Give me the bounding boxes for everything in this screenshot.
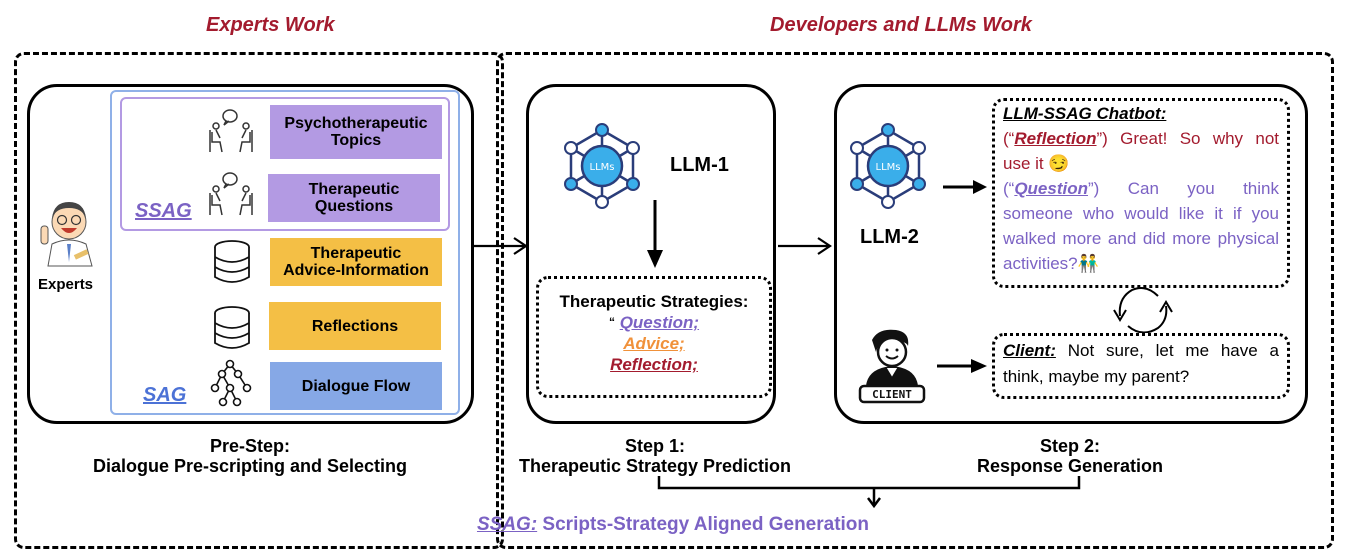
reflection-message: (“Reflection”) Great! So why not use it … (1003, 126, 1279, 176)
arrow-right-icon (943, 180, 987, 199)
item-label: Questions (314, 198, 394, 215)
arrow-right-icon (937, 359, 987, 378)
quote: ”) (1096, 129, 1108, 148)
experts-label: Experts (38, 276, 94, 293)
pre-step-caption: Pre-Step: Dialogue Pre-scripting and Sel… (30, 436, 470, 476)
item-label: Psychotherapeutic (284, 115, 428, 132)
caption-line: Step 1: (624, 436, 685, 456)
dialogue-flow-box: Dialogue Flow (270, 362, 442, 410)
quote: ”) (1088, 179, 1100, 198)
llm-2-label: LLM-2 (860, 226, 919, 248)
reflections-box: Reflections (269, 302, 441, 350)
strategy-question: Question; (619, 313, 700, 332)
counseling-icon (206, 108, 256, 158)
caption-line: Pre-Step: (209, 436, 290, 456)
quote: (“ (1003, 179, 1015, 198)
bracket-connector (656, 476, 1082, 515)
client-tag: Client: (1003, 341, 1056, 360)
chatbot-response-box: LLM-SSAG Chatbot: (“Reflection”) Great! … (992, 98, 1290, 288)
ssag-footer: SSAG: Scripts-Strategy Aligned Generatio… (0, 514, 1346, 536)
item-label: Topics (330, 132, 382, 149)
item-label: Advice-Information (283, 262, 429, 279)
llm-1-label: LLM-1 (670, 154, 729, 176)
caption-line: Step 2: (1039, 436, 1100, 456)
strategies-title: Therapeutic Strategies: (559, 292, 749, 311)
llm-network-icon: LLMs (846, 123, 930, 213)
quote: (“ (1003, 129, 1015, 148)
item-label: Therapeutic (310, 245, 402, 262)
expert-doctor-avatar (38, 196, 100, 267)
step2-caption: Step 2: Response Generation (920, 436, 1220, 476)
llm-icon-text: LLMs (590, 162, 615, 173)
database-icon (212, 240, 252, 289)
llm-icon-text: LLMs (876, 162, 901, 173)
cycle-arrows-icon (1108, 282, 1178, 343)
footer-tag: SSAG: (476, 514, 538, 535)
item-label: Reflections (311, 317, 399, 335)
question-text: Can you think someone who would like it … (1003, 179, 1279, 273)
caption-line: Dialogue Pre-scripting and Selecting (92, 456, 408, 476)
experts-region (14, 52, 504, 549)
sag-tag: SAG (143, 384, 187, 406)
question-message: (“Question”) Can you think someone who w… (1003, 176, 1279, 276)
ssag-group-box (120, 97, 450, 231)
tree-icon (205, 358, 255, 413)
arrow-right-icon (778, 236, 834, 261)
sag-group-box (110, 90, 460, 415)
therapeutic-strategies-box: Therapeutic Strategies: “ Question; Advi… (536, 276, 772, 398)
strategy-advice: Advice; (623, 334, 685, 353)
caption-line: Therapeutic Strategy Prediction (518, 456, 792, 476)
counseling-icon (206, 171, 256, 221)
caption-line: Response Generation (976, 456, 1164, 476)
arrow-right-icon (474, 236, 530, 261)
llm-network-icon: LLMs (560, 123, 644, 213)
reflection-text: Great! So why not use it 😏 (1003, 129, 1279, 173)
client-message-box: Client: Not sure, let me have a think, m… (992, 333, 1290, 399)
client-badge-text: CLIENT (872, 388, 912, 401)
step1-caption: Step 1: Therapeutic Strategy Prediction (500, 436, 810, 476)
arrow-down-icon (645, 200, 665, 275)
footer-text: Scripts-Strategy Aligned Generation (537, 514, 870, 535)
ssag-tag: SSAG (135, 200, 192, 222)
experts-work-heading: Experts Work (206, 14, 335, 36)
reflection-tag: Reflection (1014, 129, 1097, 148)
client-avatar: CLIENT (856, 328, 928, 409)
developers-llms-work-heading: Developers and LLMs Work (770, 14, 1032, 36)
database-icon (212, 306, 252, 355)
developers-region (496, 52, 1334, 549)
chatbot-title: LLM-SSAG Chatbot: (1003, 104, 1167, 123)
client-text: Not sure, let me have a think, maybe my … (1003, 341, 1279, 386)
question-tag: Question (1014, 179, 1088, 198)
open-quote: “ (608, 315, 615, 329)
item-label: Therapeutic (308, 181, 400, 198)
strategy-reflection: Reflection; (610, 355, 698, 374)
item-label: Dialogue Flow (301, 377, 411, 395)
